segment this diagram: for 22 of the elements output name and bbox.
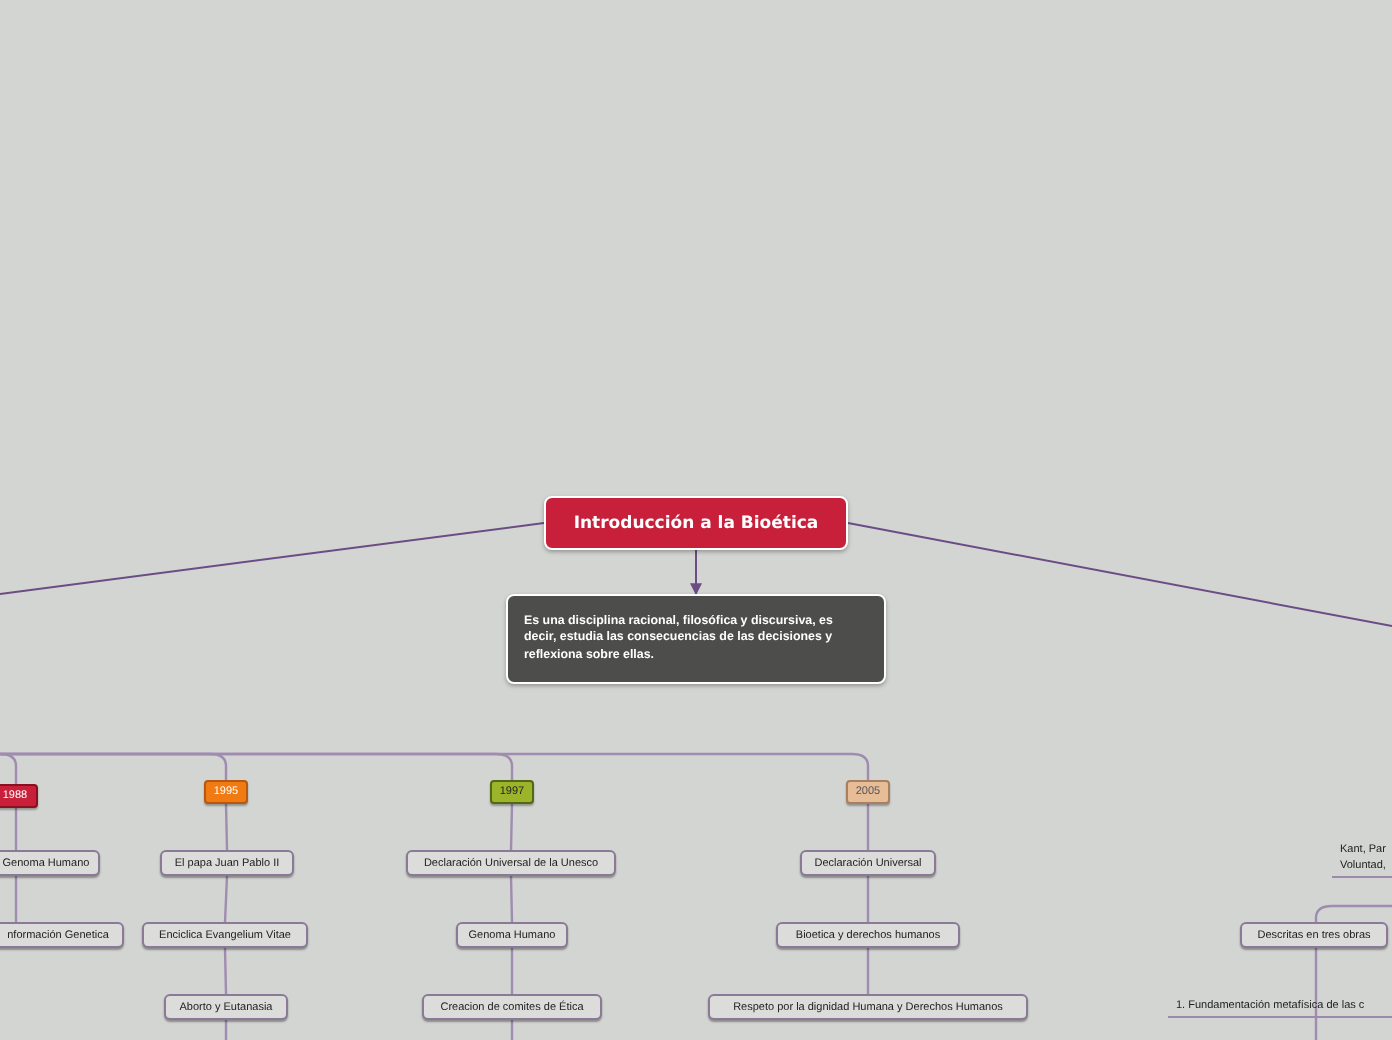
connector-line bbox=[0, 522, 545, 595]
connector-line bbox=[866, 804, 870, 850]
connector-line bbox=[690, 549, 702, 596]
connector-line bbox=[1314, 1018, 1318, 1040]
topic-box: Introducción a la Bioética bbox=[544, 496, 848, 550]
connector-line bbox=[866, 876, 870, 922]
connector-line bbox=[223, 875, 229, 923]
connector-line bbox=[866, 948, 870, 994]
connector-line bbox=[224, 1020, 228, 1040]
connector-line bbox=[14, 808, 18, 850]
connector-line bbox=[223, 947, 228, 995]
connector-line bbox=[510, 1020, 514, 1040]
connector-line bbox=[14, 876, 18, 922]
connector-line bbox=[509, 803, 514, 851]
connector-line bbox=[847, 522, 1392, 627]
connector-line bbox=[1314, 948, 1318, 1018]
connector-line bbox=[0, 752, 18, 784]
connector-line bbox=[224, 803, 229, 851]
connector-line bbox=[1314, 904, 1392, 922]
connector-line bbox=[0, 752, 870, 780]
connector-line bbox=[510, 948, 514, 994]
connector-line bbox=[509, 875, 514, 923]
